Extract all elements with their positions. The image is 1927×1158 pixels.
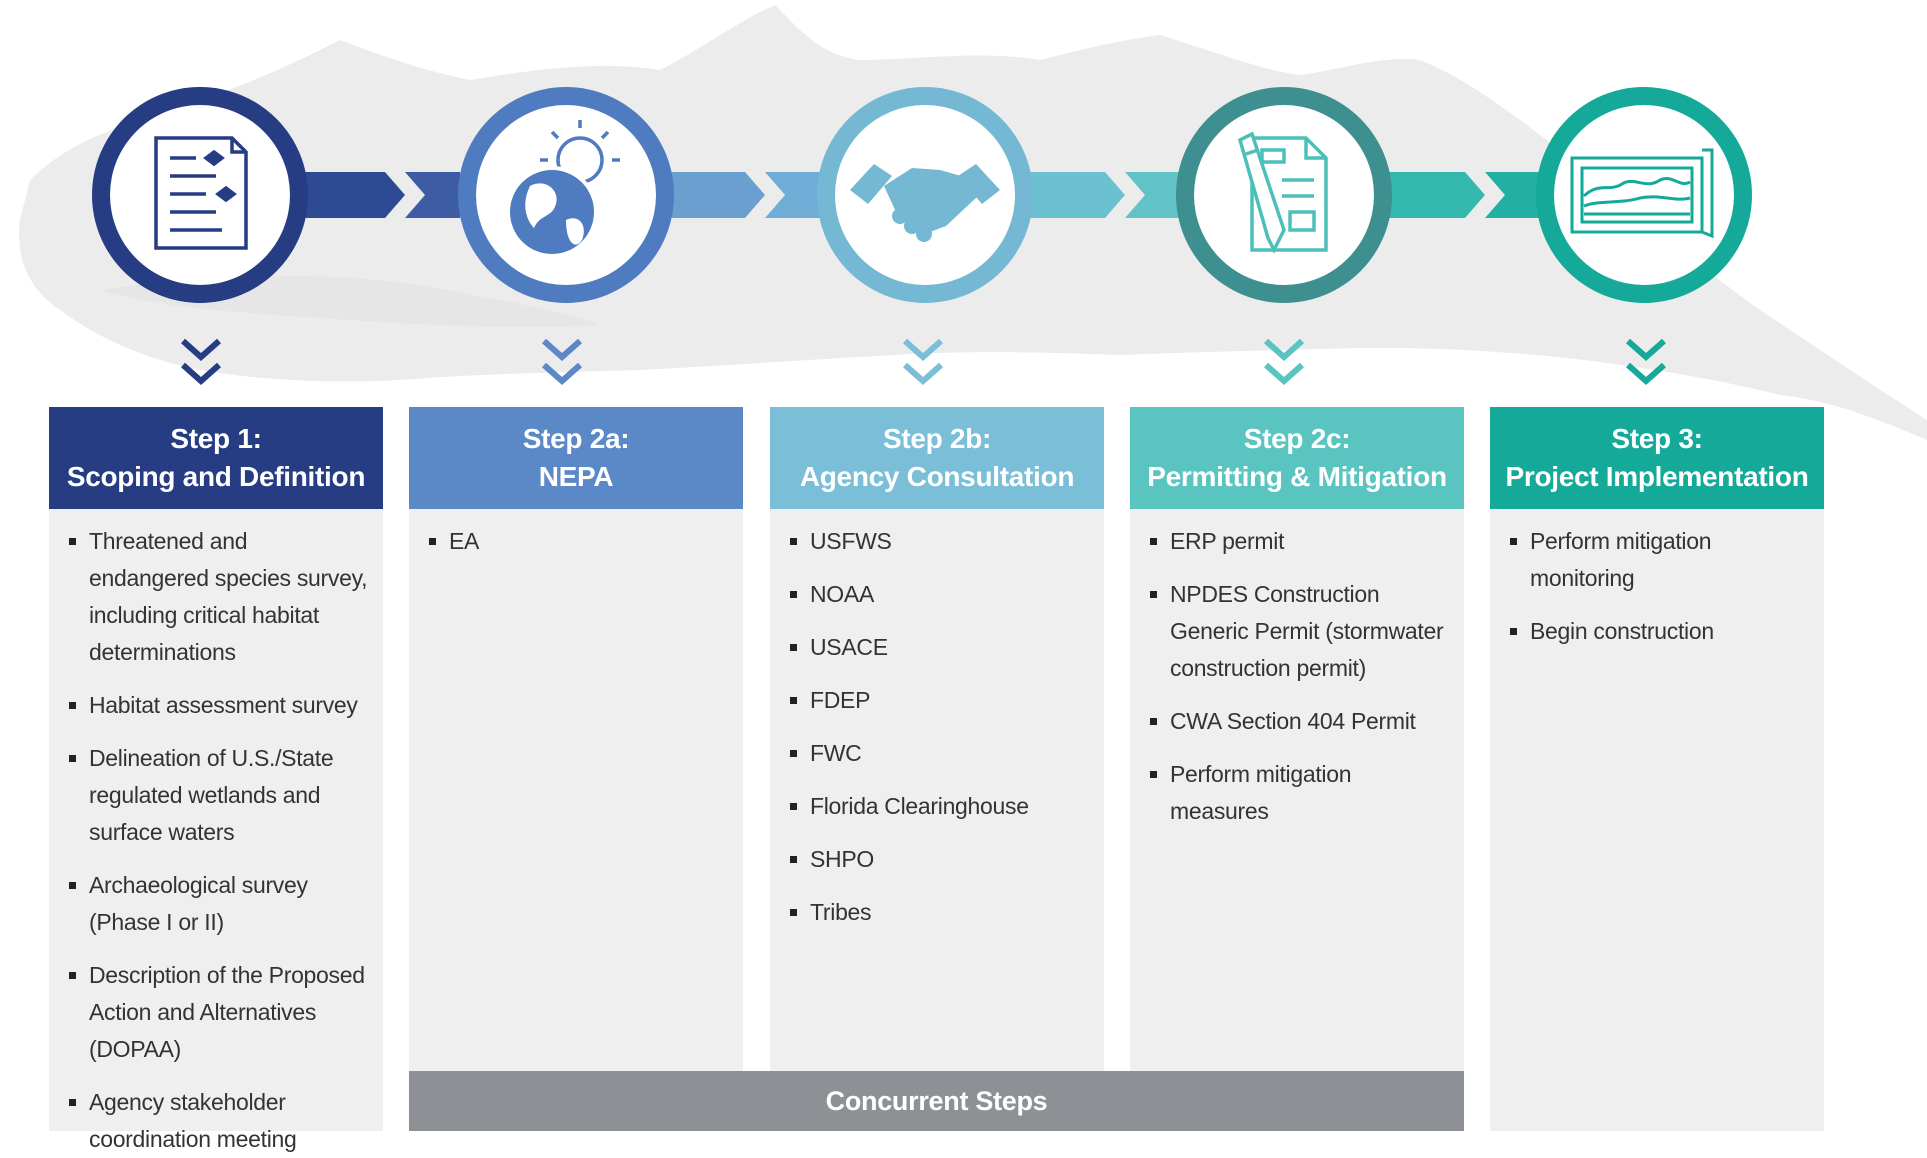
step-2b-number: Step 2b: xyxy=(882,423,992,454)
step-1-title: Scoping and Definition xyxy=(66,461,366,492)
step-3-header: Step 3: Project Implementation xyxy=(1490,407,1824,509)
project-map-scroll-icon xyxy=(1570,148,1714,239)
list-item: Perform mitigation measures xyxy=(1150,756,1450,830)
step-2b-down-chevron-icon xyxy=(903,338,943,386)
step-2a-list: EA xyxy=(409,509,743,560)
step-2c-column: Step 2c: Permitting & Mitigation ERP per… xyxy=(1130,407,1464,1071)
list-item: Description of the Proposed Action and A… xyxy=(69,957,369,1068)
handshake-icon xyxy=(850,164,1000,242)
list-item: FWC xyxy=(790,735,1090,772)
list-item: Habitat assessment survey xyxy=(69,687,369,724)
list-item: EA xyxy=(429,523,729,560)
step-3-column: Step 3: Project Implementation Perform m… xyxy=(1490,407,1824,1131)
step-2b-column: Step 2b: Agency Consultation USFWS NOAA … xyxy=(770,407,1104,1071)
step-1-number: Step 1: xyxy=(170,423,262,454)
step-2c-list: ERP permit NPDES Construction Generic Pe… xyxy=(1130,509,1464,830)
document-checklist-icon xyxy=(154,136,248,250)
step-2b-title: Agency Consultation xyxy=(799,461,1075,492)
step-2c-down-chevron-icon xyxy=(1264,338,1304,386)
globe-sun-icon xyxy=(506,120,620,258)
list-item: USACE xyxy=(790,629,1090,666)
list-item: Delineation of U.S./State regulated wetl… xyxy=(69,740,369,851)
step-3-down-chevron-icon xyxy=(1626,338,1666,386)
list-item: CWA Section 404 Permit xyxy=(1150,703,1450,740)
list-item: SHPO xyxy=(790,841,1090,878)
list-item: NPDES Construction Generic Permit (storm… xyxy=(1150,576,1450,687)
process-flow xyxy=(92,87,1752,303)
connector-arrows xyxy=(300,172,1540,218)
list-item: NOAA xyxy=(790,576,1090,613)
step-1-circle xyxy=(92,87,308,303)
step-3-title: Project Implementation xyxy=(1505,461,1809,492)
list-item: FDEP xyxy=(790,682,1090,719)
list-item: Agency stakeholder coordination meeting xyxy=(69,1084,369,1158)
step-2a-header: Step 2a: NEPA xyxy=(409,407,743,509)
step-2a-down-chevron-icon xyxy=(542,338,582,386)
step-2c-circle xyxy=(1176,87,1392,303)
list-item: Tribes xyxy=(790,894,1090,931)
step-2c-title: Permitting & Mitigation xyxy=(1147,461,1447,492)
step-2b-circle xyxy=(817,87,1033,303)
step-2b-list: USFWS NOAA USACE FDEP FWC Florida Cleari… xyxy=(770,509,1104,931)
step-1-down-chevron-icon xyxy=(181,338,221,386)
list-item: Perform mitigation monitoring xyxy=(1510,523,1810,597)
step-2c-number: Step 2c: xyxy=(1243,423,1351,454)
step-2a-number: Step 2a: xyxy=(522,423,630,454)
list-item: Begin construction xyxy=(1510,613,1810,650)
step-1-column: Step 1: Scoping and Definition Threatene… xyxy=(49,407,383,1152)
list-item: Florida Clearinghouse xyxy=(790,788,1090,825)
permit-document-pen-icon xyxy=(1237,131,1328,254)
step-2c-header: Step 2c: Permitting & Mitigation xyxy=(1130,407,1464,509)
step-1-list: Threatened and endangered species survey… xyxy=(49,509,383,1158)
step-3-list: Perform mitigation monitoring Begin cons… xyxy=(1490,509,1824,650)
step-3-circle xyxy=(1536,87,1752,303)
step-2b-header: Step 2b: Agency Consultation xyxy=(770,407,1104,509)
step-2a-circle xyxy=(458,87,674,303)
step-3-number: Step 3: xyxy=(1611,423,1703,454)
list-item: Archaeological survey (Phase I or II) xyxy=(69,867,369,941)
step-2a-title: NEPA xyxy=(538,461,614,492)
list-item: Threatened and endangered species survey… xyxy=(69,523,369,671)
list-item: USFWS xyxy=(790,523,1090,560)
list-item: ERP permit xyxy=(1150,523,1450,560)
concurrent-steps-bar: Concurrent Steps xyxy=(409,1071,1464,1131)
step-1-header: Step 1: Scoping and Definition xyxy=(49,407,383,509)
step-2a-column: Step 2a: NEPA EA xyxy=(409,407,743,1071)
